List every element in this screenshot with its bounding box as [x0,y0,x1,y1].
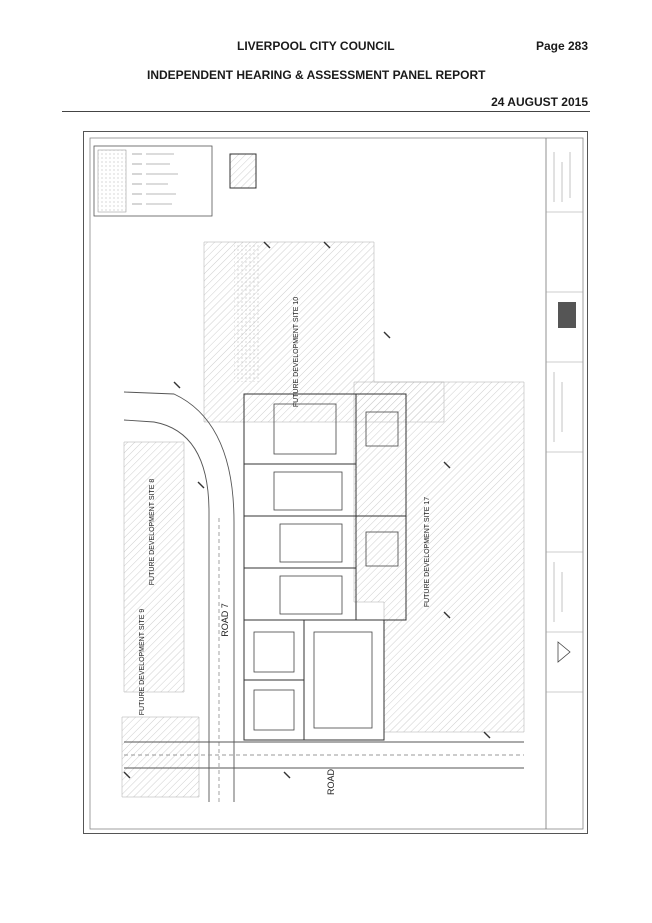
label-road-7: ROAD 7 [220,603,230,637]
label-site-9: FUTURE DEVELOPMENT SITE 9 [139,609,146,716]
council-name: LIVERPOOL CITY COUNCIL [237,39,395,53]
page-number: Page 283 [535,39,588,53]
survey-marks [123,241,491,779]
label-site-8: FUTURE DEVELOPMENT SITE 8 [149,479,156,586]
hatched-areas [121,241,525,798]
building-footprints [253,403,399,731]
road-7 [123,391,235,802]
lots [243,393,407,741]
report-date: 24 AUGUST 2015 [491,95,588,109]
site-plan-drawing: FUTURE DEVELOPMENT SITE 10 FUTURE DEVELO… [83,131,588,834]
header-divider [62,111,590,112]
site-plan-svg: FUTURE DEVELOPMENT SITE 10 FUTURE DEVELO… [89,137,584,830]
label-site-17: FUTURE DEVELOPMENT SITE 17 [424,497,431,607]
title-block [545,138,583,829]
report-title: INDEPENDENT HEARING & ASSESSMENT PANEL R… [147,68,486,82]
drawing-frame [89,137,584,830]
label-road: ROAD [326,769,336,796]
legend-block [93,145,257,217]
lower-road [124,741,524,769]
label-site-10: FUTURE DEVELOPMENT SITE 10 [293,297,300,407]
